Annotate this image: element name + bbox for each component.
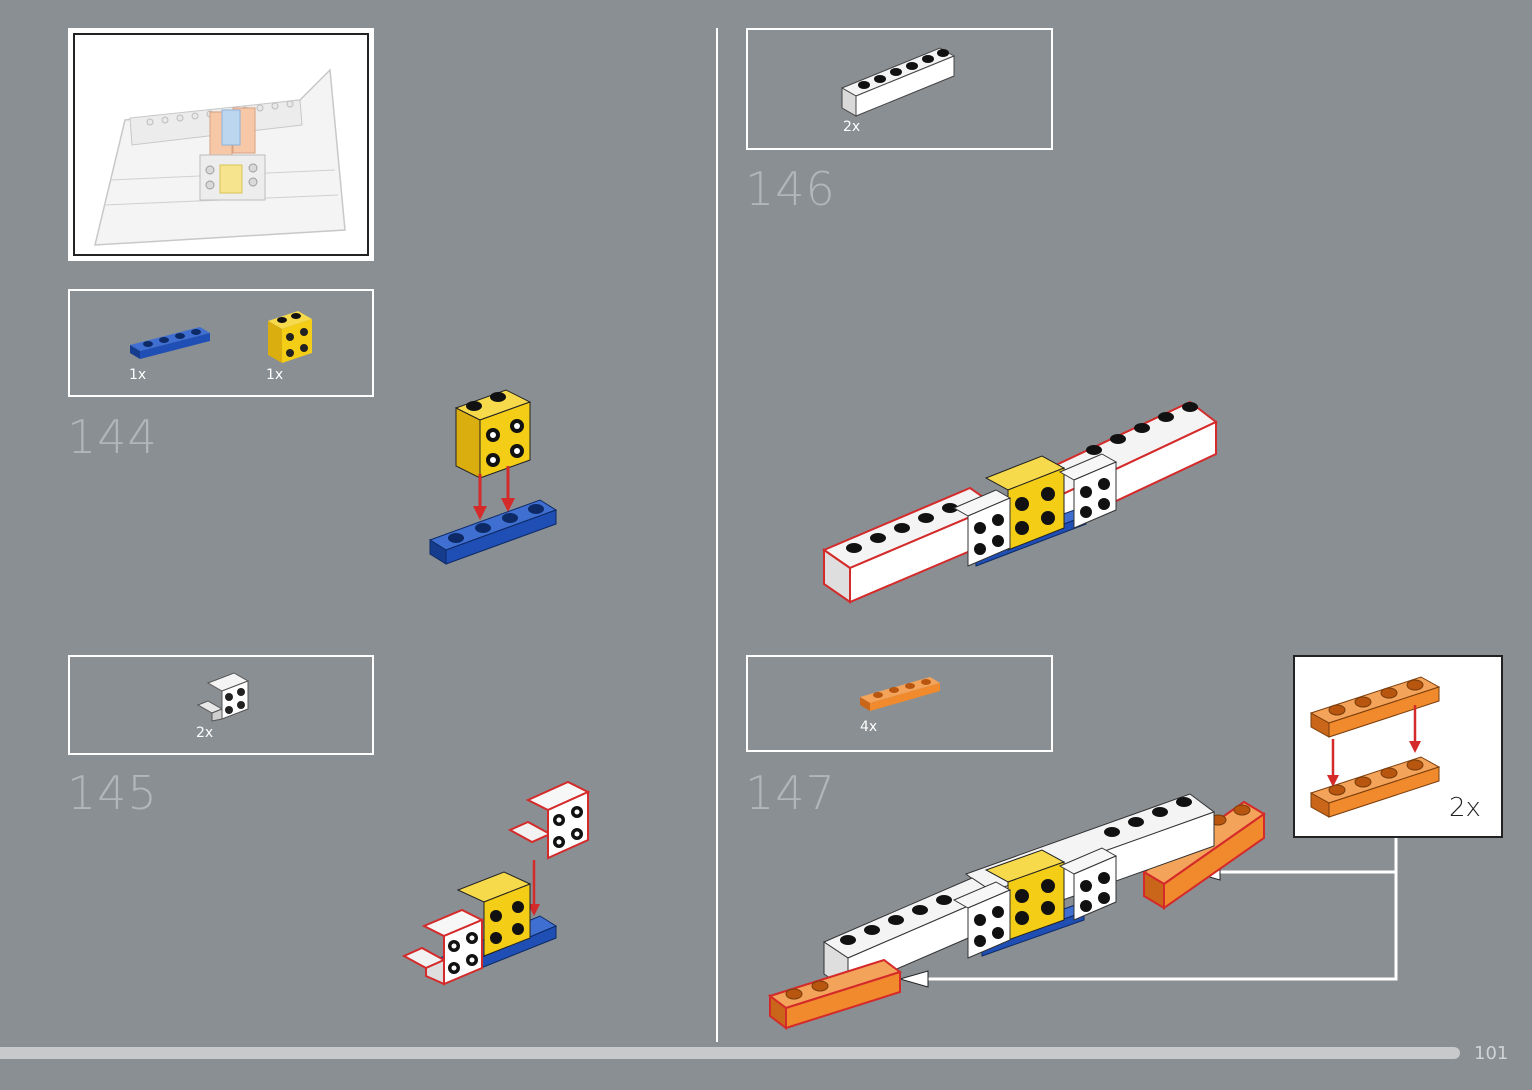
step-147-assembly xyxy=(766,790,1270,1034)
step-147-parts-box: 4x xyxy=(746,655,1053,752)
overview-image-frame xyxy=(68,28,374,261)
step-144-part-1-qty: 1x xyxy=(129,367,146,383)
step-146-part-qty: 2x xyxy=(843,119,860,135)
step-146-parts-box: 2x xyxy=(746,28,1053,150)
step-145-assembly xyxy=(400,778,600,990)
step-145-number: 145 xyxy=(67,766,158,820)
blue-plate-1x4-part xyxy=(128,321,218,361)
step-144-number: 144 xyxy=(67,410,158,464)
step-147-callout: 2x xyxy=(1293,655,1503,838)
yellow-bracket-part xyxy=(266,309,316,367)
step-144-part-2-qty: 1x xyxy=(266,367,283,383)
overview-wall-illustration xyxy=(70,30,372,259)
step-146-number: 146 xyxy=(745,162,836,216)
step-145-part-qty: 2x xyxy=(196,725,213,741)
step-147-part-qty: 4x xyxy=(860,719,877,735)
page-divider xyxy=(716,28,718,1042)
step-144-assembly xyxy=(428,388,568,573)
orange-plate-1x4-part xyxy=(858,673,944,713)
step-145-parts-box: 2x xyxy=(68,655,374,755)
step-147-callout-qty: 2x xyxy=(1449,793,1481,823)
white-brick-1x6-part xyxy=(840,44,960,118)
progress-bar xyxy=(0,1047,1460,1059)
step-146-assembly xyxy=(820,398,1224,604)
page-number: 101 xyxy=(1474,1043,1508,1064)
step-144-parts-box: 1x 1x xyxy=(68,289,374,397)
white-bracket-part xyxy=(196,671,252,723)
